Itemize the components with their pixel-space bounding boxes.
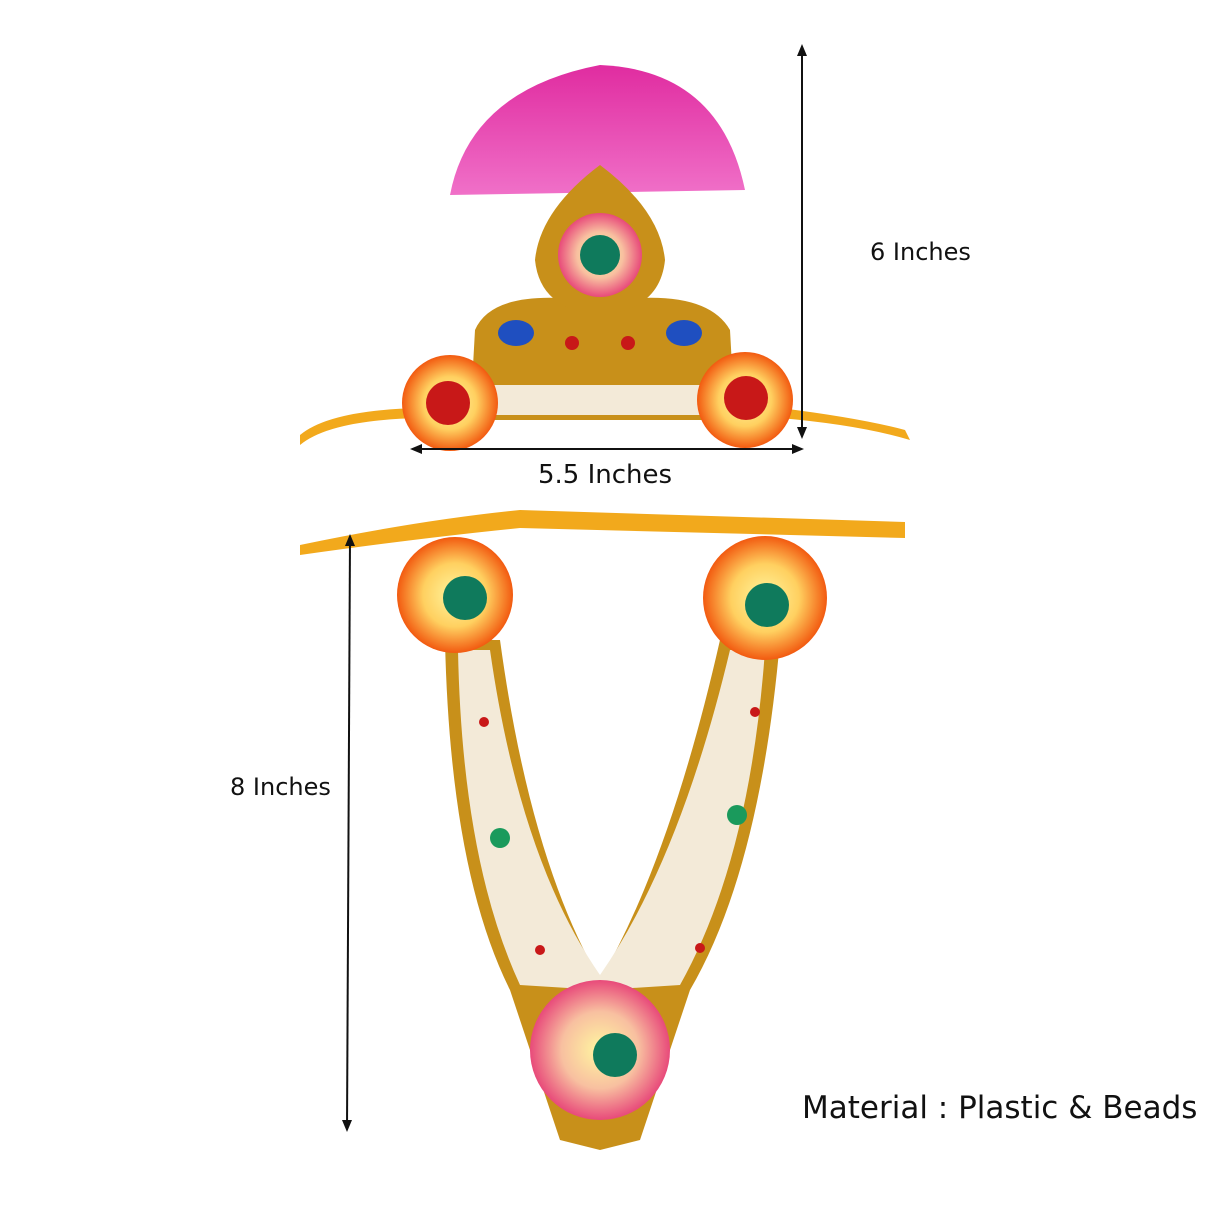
- crown-height-label: 6 Inches: [870, 238, 971, 266]
- green-stone-icon: [593, 1033, 637, 1077]
- green-stone-icon: [443, 576, 487, 620]
- crown-width-label: 5.5 Inches: [538, 460, 673, 490]
- material-label: Material : Plastic & Beads: [802, 1090, 1198, 1126]
- green-stone-icon: [580, 235, 620, 275]
- red-stone-left: [426, 381, 470, 425]
- necklace-ribbon: [300, 510, 905, 555]
- blue-stone-right: [666, 320, 702, 346]
- pearl-band: [490, 385, 710, 415]
- necklace-v-band: [445, 640, 780, 1150]
- green-stone-icon: [745, 583, 789, 627]
- necklace: [300, 510, 905, 1150]
- arrow-height-necklace: [346, 537, 351, 1129]
- crown: [300, 65, 910, 451]
- blue-stone-left: [498, 320, 534, 346]
- dimension-arrows: [342, 44, 807, 1132]
- red-stone-right: [724, 376, 768, 420]
- pink-feather-fan: [450, 65, 745, 195]
- necklace-height-label: 8 Inches: [230, 773, 331, 801]
